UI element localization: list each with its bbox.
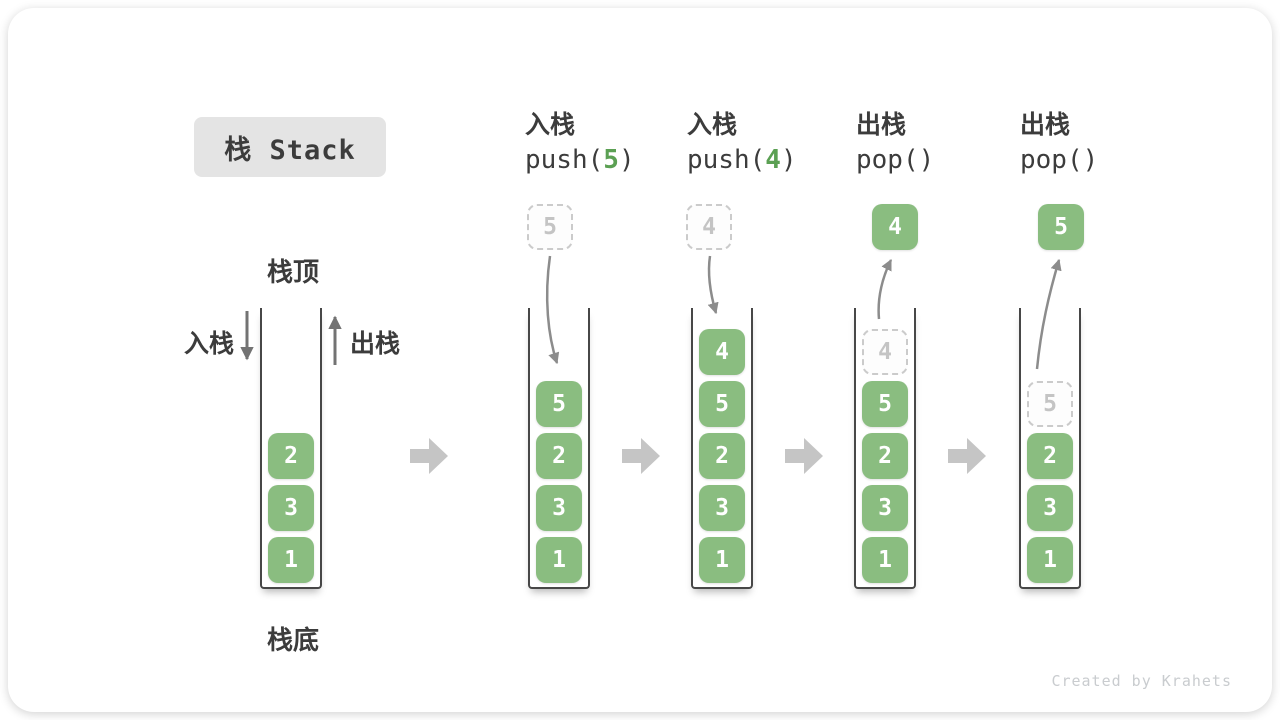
step-header-pop-4: 出栈 pop(): [856, 108, 1026, 178]
stack-element: 3: [268, 485, 314, 531]
stack-element: 1: [536, 537, 582, 583]
stack-element: 2: [1027, 433, 1073, 479]
code-argument: 5: [603, 145, 619, 175]
title-badge: 栈 Stack: [194, 117, 386, 177]
stack-element: 1: [862, 537, 908, 583]
stack-element: 3: [862, 485, 908, 531]
push-direction-label: 入栈: [183, 330, 234, 358]
step-header-push-4: 入栈 push(4): [687, 108, 857, 178]
stack-element: 3: [699, 485, 745, 531]
stack-element: 3: [536, 485, 582, 531]
step-code-label: pop(): [1020, 145, 1099, 175]
step-arrow-icon: [948, 438, 986, 474]
step-action-label: 入栈: [525, 111, 576, 139]
stack-element: 2: [536, 433, 582, 479]
stack-element: 2: [862, 433, 908, 479]
stack-element: 4: [699, 329, 745, 375]
step-code-label: push(4): [687, 145, 797, 175]
step-action-label: 入栈: [687, 111, 738, 139]
stack-element: 2: [699, 433, 745, 479]
floating-value-box: 4: [686, 204, 732, 250]
pop-direction-label: 出栈: [350, 330, 401, 358]
floating-value-box: 5: [1038, 204, 1084, 250]
step-header-push-5: 入栈 push(5): [525, 108, 695, 178]
step-action-label: 出栈: [856, 111, 907, 139]
stack-element: 3: [1027, 485, 1073, 531]
watermark: Created by Krahets: [1051, 672, 1232, 690]
stack-element-ghost: 5: [1027, 381, 1073, 427]
step-action-label: 出栈: [1020, 111, 1071, 139]
stack-element: 5: [536, 381, 582, 427]
stack-element: 1: [1027, 537, 1073, 583]
stack-element-ghost: 4: [862, 329, 908, 375]
stack-top-label: 栈顶: [266, 257, 319, 287]
step-arrow-icon: [785, 438, 823, 474]
step-arrow-icon: [622, 438, 660, 474]
stack-element: 1: [268, 537, 314, 583]
step-code-label: pop(): [856, 145, 935, 175]
step-header-pop-5: 出栈 pop(): [1020, 108, 1190, 178]
stack-element: 5: [862, 381, 908, 427]
stack-element: 2: [268, 433, 314, 479]
stack-element: 5: [699, 381, 745, 427]
step-code-label: push(5): [525, 145, 635, 175]
code-argument: 4: [765, 145, 781, 175]
step-arrow-icon: [410, 438, 448, 474]
figure-card: 栈 Stack 栈顶 栈底 入栈 出栈 入栈 push(5) 入栈 push(4…: [8, 8, 1272, 712]
stack-element: 1: [699, 537, 745, 583]
page-title: 栈 Stack: [224, 134, 356, 166]
floating-value-box: 5: [527, 204, 573, 250]
push-arrow-icon: [707, 255, 719, 315]
floating-value-box: 4: [872, 204, 918, 250]
stack-bottom-label: 栈底: [266, 625, 319, 655]
